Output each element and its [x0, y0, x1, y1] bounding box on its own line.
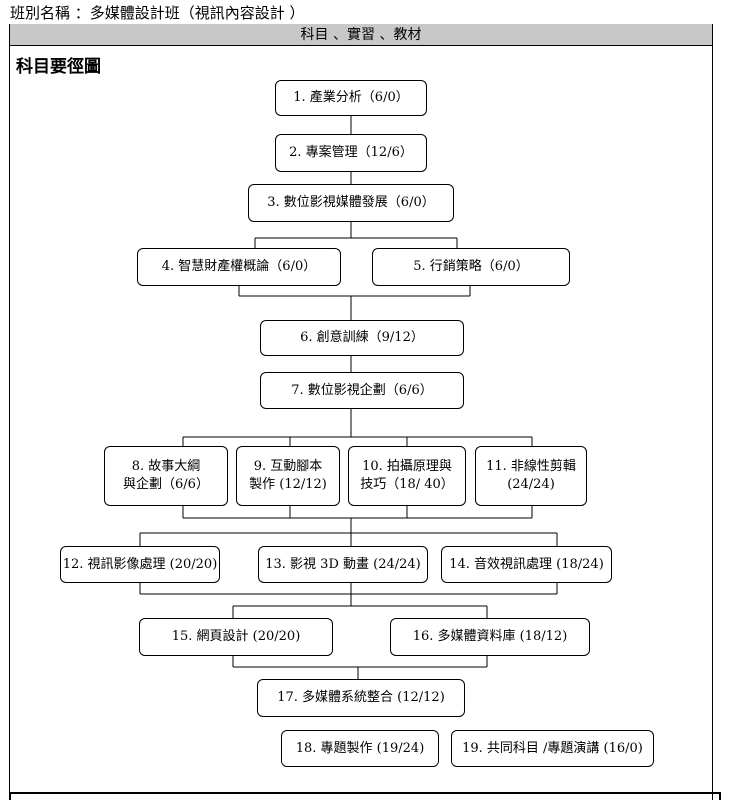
course-box-7: 7. 數位影視企劃（6/6） [260, 372, 464, 409]
course-box-13: 13. 影視 3D 動畫 (24/24) [258, 546, 428, 583]
course-box-1: 1. 產業分析（6/0） [275, 80, 427, 116]
course-box-14: 14. 音效視訊處理 (18/24) [441, 546, 612, 583]
course-box-15: 15. 網頁設計 (20/20) [139, 618, 333, 656]
course-box-18: 18. 專題製作 (19/24) [281, 730, 439, 767]
course-box-8: 8. 故事大綱 與企劃（6/6） [104, 446, 228, 506]
bottom-border [9, 792, 721, 800]
course-box-2: 2. 專案管理（12/6） [275, 134, 427, 172]
course-box-19: 19. 共同科目 /專題演講 (16/0) [451, 730, 654, 767]
course-box-3: 3. 數位影視媒體發展（6/0） [248, 184, 454, 222]
section-header-bar: 科目 、實習 、教材 [10, 24, 712, 46]
course-box-16: 16. 多媒體資料庫 (18/12) [390, 618, 590, 656]
critical-path-title: 科目要徑圖 [16, 57, 101, 77]
course-box-6: 6. 創意訓練（9/12） [260, 320, 464, 356]
course-box-17: 17. 多媒體系統整合 (12/12) [257, 679, 465, 717]
course-box-9: 9. 互動腳本 製作 (12/12) [236, 446, 340, 506]
course-box-11: 11. 非線性剪輯 (24/24) [475, 446, 587, 506]
course-box-4: 4. 智慧財產權概論（6/0） [137, 248, 341, 286]
class-name-label: 班別名稱 ：多媒體設計班（視訊內容設計 ） [10, 4, 305, 22]
course-box-10: 10. 拍攝原理與 技巧（18/ 40） [348, 446, 466, 506]
course-box-5: 5. 行銷策略（6/0） [372, 248, 570, 286]
course-box-12: 12. 視訊影像處理 (20/20) [60, 546, 220, 583]
